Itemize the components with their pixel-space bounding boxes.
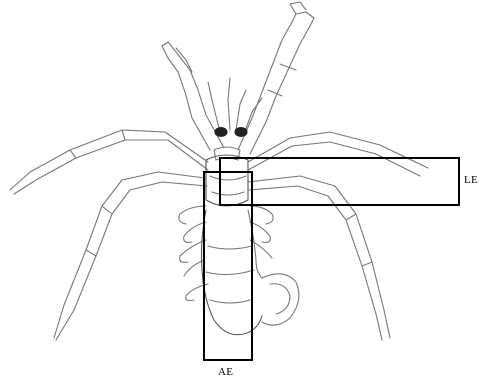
carapace [206,147,248,206]
eyes [215,128,247,137]
le-label: LE [464,174,478,186]
ae-measurement-box [204,172,252,360]
left-walking-legs [10,130,208,340]
antennae [208,78,262,134]
abdomen [202,210,299,335]
right-cheliped [238,2,314,154]
thorax-appendages [179,206,273,301]
ae-label: AE [218,366,233,378]
right-walking-legs [248,132,428,340]
left-cheliped [162,42,224,150]
